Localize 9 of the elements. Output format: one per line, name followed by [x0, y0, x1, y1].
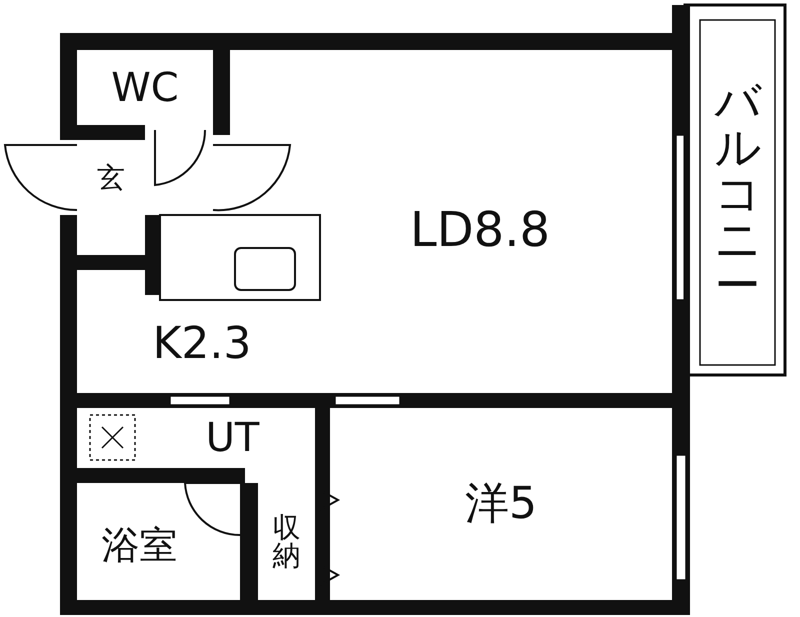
room-label: K2.3: [152, 322, 252, 366]
room-label: 収納: [272, 514, 300, 570]
room-label: 玄: [97, 164, 125, 192]
room-label: 洋5: [465, 482, 537, 526]
room-label: 浴室: [102, 526, 178, 564]
room-label: バルコニー: [714, 78, 760, 308]
room-label: WC: [111, 68, 179, 108]
room-label: UT: [206, 418, 260, 458]
room-label: LD8.8: [410, 206, 550, 254]
